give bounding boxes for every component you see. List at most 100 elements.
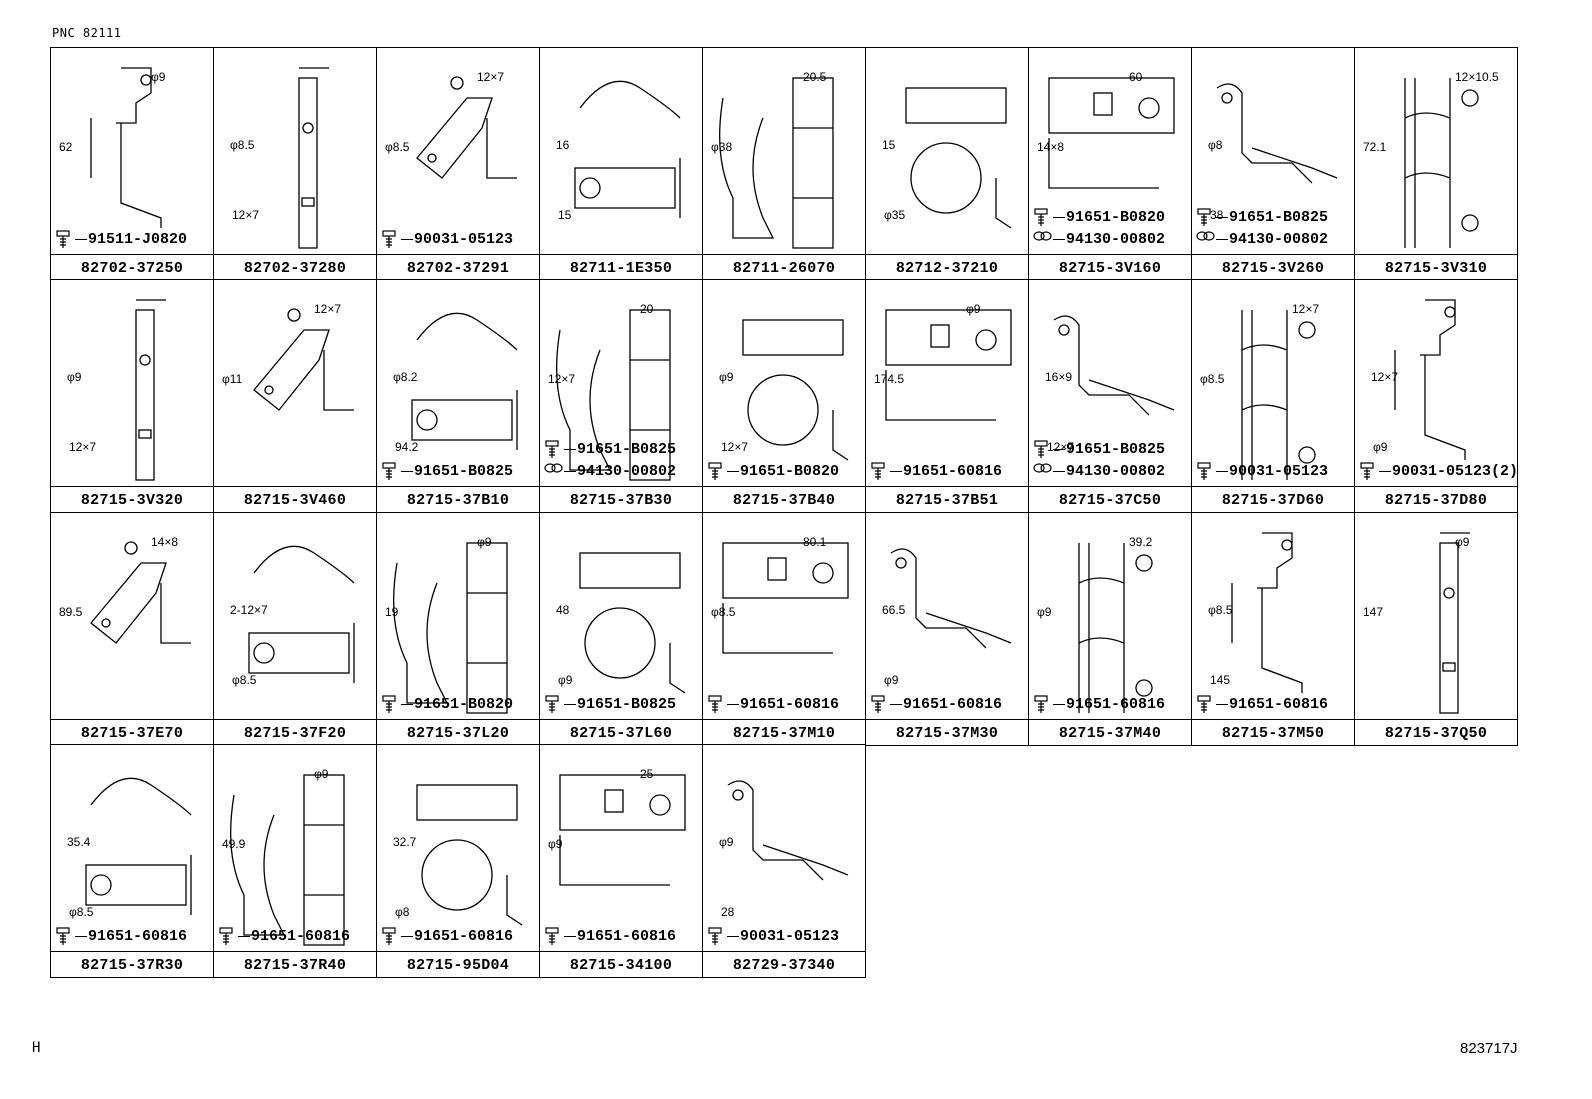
part-number[interactable]: 82715-34100 xyxy=(569,957,673,974)
dimension-label: 2-12×7 xyxy=(230,603,268,617)
bolt-icon xyxy=(1196,695,1216,713)
part-number[interactable]: 82715-37L60 xyxy=(569,725,673,742)
part-drawing xyxy=(905,87,1012,229)
part-number[interactable]: 82715-37B30 xyxy=(569,492,673,509)
part-number[interactable]: 82715-37M10 xyxy=(732,725,836,742)
hardware-part-number: 90031-05123 xyxy=(1229,462,1329,480)
part-number[interactable]: 82702-37280 xyxy=(243,260,347,277)
part-number[interactable]: 82715-37E70 xyxy=(80,725,184,742)
hardware-part-number: 94130-00802 xyxy=(1229,230,1329,248)
leader-line xyxy=(1053,216,1065,218)
cell-divider xyxy=(377,486,539,487)
part-number[interactable]: 82702-37250 xyxy=(80,260,184,277)
dimension-label: 12×7 xyxy=(548,372,576,386)
part-number[interactable]: 82715-37F20 xyxy=(243,725,347,742)
part-number[interactable]: 82715-37B40 xyxy=(732,492,836,509)
part-number[interactable]: 82715-37M40 xyxy=(1058,725,1162,742)
cell-divider xyxy=(1192,719,1354,720)
dimension-label: φ9 xyxy=(966,302,981,316)
hardware-callout: 90031-05123 xyxy=(381,230,513,248)
bolt-icon xyxy=(381,695,401,713)
hardware-callout: 91651-60816 xyxy=(381,927,513,945)
nut-icon xyxy=(1196,230,1216,248)
cell-divider xyxy=(540,719,702,720)
part-number[interactable]: 82715-37D80 xyxy=(1384,492,1488,509)
hardware-part-number: 91651-B0820 xyxy=(740,462,840,480)
part-number[interactable]: 82715-37B10 xyxy=(406,492,510,509)
bolt-icon xyxy=(1033,208,1053,226)
part-drawing xyxy=(1231,532,1303,693)
cell-divider xyxy=(214,719,376,720)
hardware-callout: 94130-00802 xyxy=(1196,230,1328,248)
cell-divider xyxy=(540,951,702,952)
leader-line xyxy=(727,470,739,472)
part-number[interactable]: 82715-37M50 xyxy=(1221,725,1325,742)
part-drawing xyxy=(556,309,671,481)
part-number[interactable]: 82715-3V260 xyxy=(1221,260,1325,277)
dimension-label: 62 xyxy=(59,140,73,154)
part-number[interactable]: 82715-37D60 xyxy=(1221,492,1325,509)
leader-line xyxy=(727,935,739,937)
leader-line xyxy=(564,448,576,450)
cell-divider xyxy=(866,254,1028,255)
hardware-callout: 91651-B0820 xyxy=(1033,208,1165,226)
part-number[interactable]: 82712-37210 xyxy=(895,260,999,277)
part-number[interactable]: 82715-37M30 xyxy=(895,725,999,742)
leader-line xyxy=(564,470,576,472)
leader-line xyxy=(1053,703,1065,705)
part-number[interactable]: 82702-37291 xyxy=(406,260,510,277)
part-drawing xyxy=(1048,77,1175,189)
dimension-label: 49.9 xyxy=(222,837,246,851)
leader-line xyxy=(401,935,413,937)
part-drawing xyxy=(248,545,355,683)
hardware-callout: 91651-B0825 xyxy=(1033,440,1165,458)
part-drawing xyxy=(1053,315,1175,416)
part-drawing xyxy=(1439,532,1470,714)
part-number[interactable]: 82715-3V320 xyxy=(80,492,184,509)
dimension-label: 12×7 xyxy=(1371,370,1399,384)
bolt-icon xyxy=(1196,462,1216,480)
hardware-callout: 91651-60816 xyxy=(55,927,187,945)
dimension-label: φ8.5 xyxy=(69,905,94,919)
leader-line xyxy=(890,470,902,472)
part-number[interactable]: 82711-26070 xyxy=(732,260,836,277)
hardware-callout: 94130-00802 xyxy=(1033,462,1165,480)
part-number[interactable]: 82715-37R30 xyxy=(80,957,184,974)
hardware-callout: 91651-60816 xyxy=(1196,695,1328,713)
part-number[interactable]: 82715-37L20 xyxy=(406,725,510,742)
part-number[interactable]: 82715-3V160 xyxy=(1058,260,1162,277)
part-number[interactable]: 82715-37B51 xyxy=(895,492,999,509)
hardware-callout: 91651-B0825 xyxy=(544,440,676,458)
dimension-label: φ9 xyxy=(719,835,734,849)
dimension-label: φ38 xyxy=(711,140,733,154)
part-number[interactable]: 82715-3V460 xyxy=(243,492,347,509)
bolt-icon xyxy=(1033,440,1053,458)
part-number[interactable]: 82715-37C50 xyxy=(1058,492,1162,509)
dimension-label: 48 xyxy=(556,603,570,617)
cell-divider xyxy=(1029,486,1191,487)
part-number[interactable]: 82715-37Q50 xyxy=(1384,725,1488,742)
part-number[interactable]: 82715-95D04 xyxy=(406,957,510,974)
leader-line xyxy=(1053,238,1065,240)
part-number[interactable]: 82729-37340 xyxy=(732,957,836,974)
part-number[interactable]: 82711-1E350 xyxy=(569,260,673,277)
bolt-icon xyxy=(544,695,564,713)
leader-line xyxy=(1216,238,1228,240)
dimension-label: 20 xyxy=(640,302,654,316)
bolt-icon xyxy=(1033,695,1053,713)
dimension-label: φ8.5 xyxy=(385,140,410,154)
part-number[interactable]: 82715-3V310 xyxy=(1384,260,1488,277)
part-drawing xyxy=(90,67,162,228)
part-number[interactable]: 82715-37R40 xyxy=(243,957,347,974)
